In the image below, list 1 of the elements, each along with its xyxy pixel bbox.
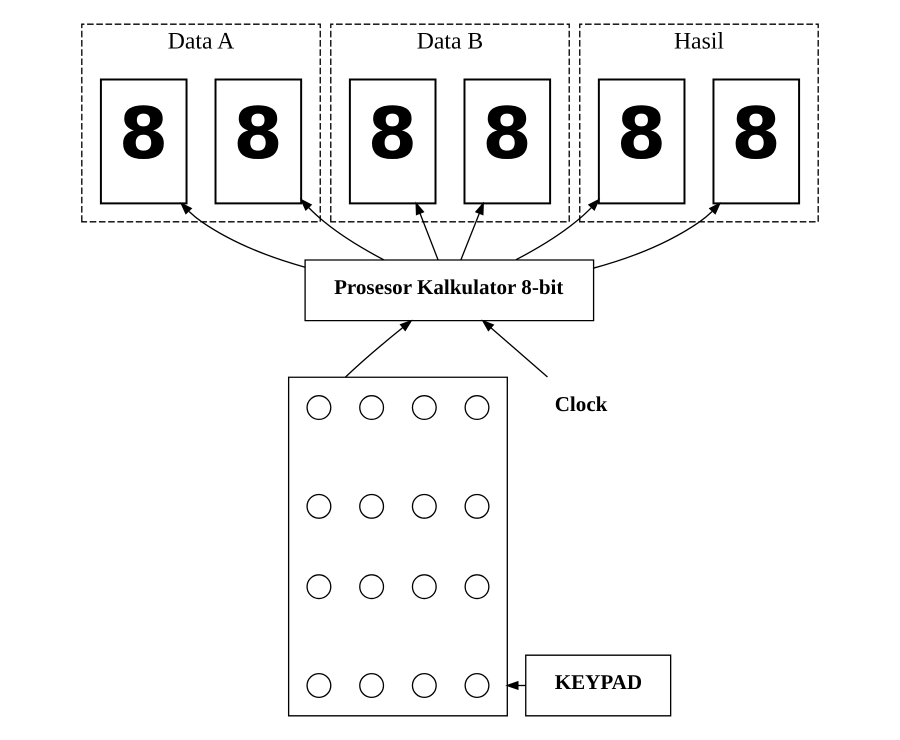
node-text: Clock — [554, 392, 608, 416]
